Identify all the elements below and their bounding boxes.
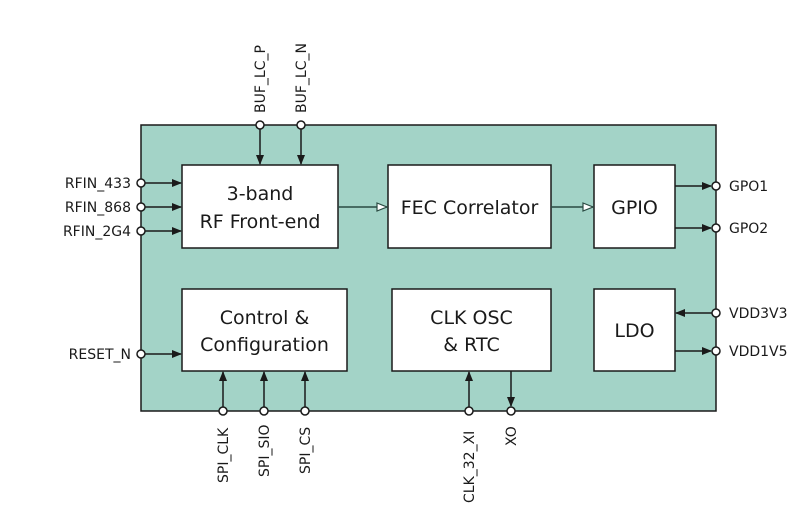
- block-ldo-label: LDO: [614, 320, 654, 342]
- pin-spi-clk: SPI_CLK: [216, 371, 232, 483]
- pin-buf-lc-n-terminal: [296, 120, 306, 130]
- pin-vdd1v5: VDD1V5: [675, 344, 788, 360]
- block-ctrl-label-line1: Control &: [220, 307, 310, 329]
- pin-rfin-2g4: RFIN_2G4: [63, 224, 182, 240]
- pin-clk-32-xi-terminal: [464, 406, 474, 416]
- pin-clk-32-xi: CLK_32_XI: [462, 371, 478, 503]
- block-rf-front-end: 3-band RF Front-end: [181, 164, 339, 249]
- block-control-configuration: Control & Configuration: [181, 288, 348, 372]
- pin-rfin-868-terminal: [136, 202, 146, 212]
- pin-xo-terminal: [506, 406, 516, 416]
- pin-gpo1-terminal: [711, 181, 721, 191]
- pin-rfin-2g4-terminal: [136, 226, 146, 236]
- block-gpio: GPIO: [593, 164, 676, 249]
- pin-spi-clk-terminal: [218, 406, 228, 416]
- pin-spi-sio-terminal: [259, 406, 269, 416]
- pin-gpo1-label: GPO1: [729, 179, 768, 195]
- pin-vdd1v5-label: VDD1V5: [729, 344, 788, 360]
- pin-reset-n: RESET_N: [69, 347, 182, 363]
- pin-spi-cs-label: SPI_CS: [298, 427, 314, 474]
- block-clk-label-line2: & RTC: [443, 334, 499, 356]
- pin-buf-lc-n-label: BUF_LC_N: [294, 43, 310, 113]
- pin-vdd3v3: VDD3V3: [675, 306, 788, 322]
- block-fec-correlator: FEC Correlator: [387, 164, 552, 249]
- pin-vdd1v5-terminal: [711, 346, 721, 356]
- pin-vdd3v3-label: VDD3V3: [729, 306, 788, 322]
- block-rf-label-line1: 3-band: [227, 183, 294, 205]
- block-ctrl-label-line2: Configuration: [200, 334, 329, 356]
- block-ldo: LDO: [593, 288, 676, 372]
- pin-xo: XO: [504, 371, 520, 446]
- block-fec-label: FEC Correlator: [401, 197, 539, 219]
- pin-gpo1: GPO1: [675, 179, 768, 195]
- pin-rfin-2g4-label: RFIN_2G4: [63, 224, 131, 240]
- pin-buf-lc-p-terminal: [255, 120, 265, 130]
- pin-buf-lc-p-label: BUF_LC_P: [253, 45, 269, 113]
- pin-buf-lc-p: BUF_LC_P: [253, 45, 269, 165]
- pin-spi-clk-label: SPI_CLK: [216, 427, 232, 483]
- pin-gpo2-terminal: [711, 223, 721, 233]
- pin-rfin-433-terminal: [136, 178, 146, 188]
- block-gpio-label: GPIO: [611, 197, 658, 219]
- block-clk-osc-rtc: CLK OSC & RTC: [391, 288, 552, 372]
- block-rf-label-line2: RF Front-end: [200, 211, 321, 233]
- pin-rfin-868-label: RFIN_868: [65, 200, 131, 216]
- pin-rfin-433-label: RFIN_433: [65, 176, 131, 192]
- pin-reset-n-label: RESET_N: [69, 347, 131, 363]
- pin-clk-32-xi-label: CLK_32_XI: [462, 431, 478, 503]
- pin-buf-lc-n: BUF_LC_N: [294, 43, 310, 165]
- pin-xo-label: XO: [504, 426, 520, 446]
- pin-rfin-868: RFIN_868: [65, 200, 182, 216]
- pin-spi-cs-terminal: [300, 406, 310, 416]
- pin-spi-sio: SPI_SIO: [257, 371, 273, 478]
- pin-gpo2-label: GPO2: [729, 221, 768, 237]
- block-clk-label-line1: CLK OSC: [430, 307, 513, 329]
- pin-reset-n-terminal: [136, 349, 146, 359]
- pin-rfin-433: RFIN_433: [65, 176, 182, 192]
- pin-spi-cs: SPI_CS: [298, 371, 314, 474]
- pin-vdd3v3-terminal: [711, 308, 721, 318]
- pin-spi-sio-label: SPI_SIO: [257, 425, 273, 478]
- pin-gpo2: GPO2: [675, 221, 768, 237]
